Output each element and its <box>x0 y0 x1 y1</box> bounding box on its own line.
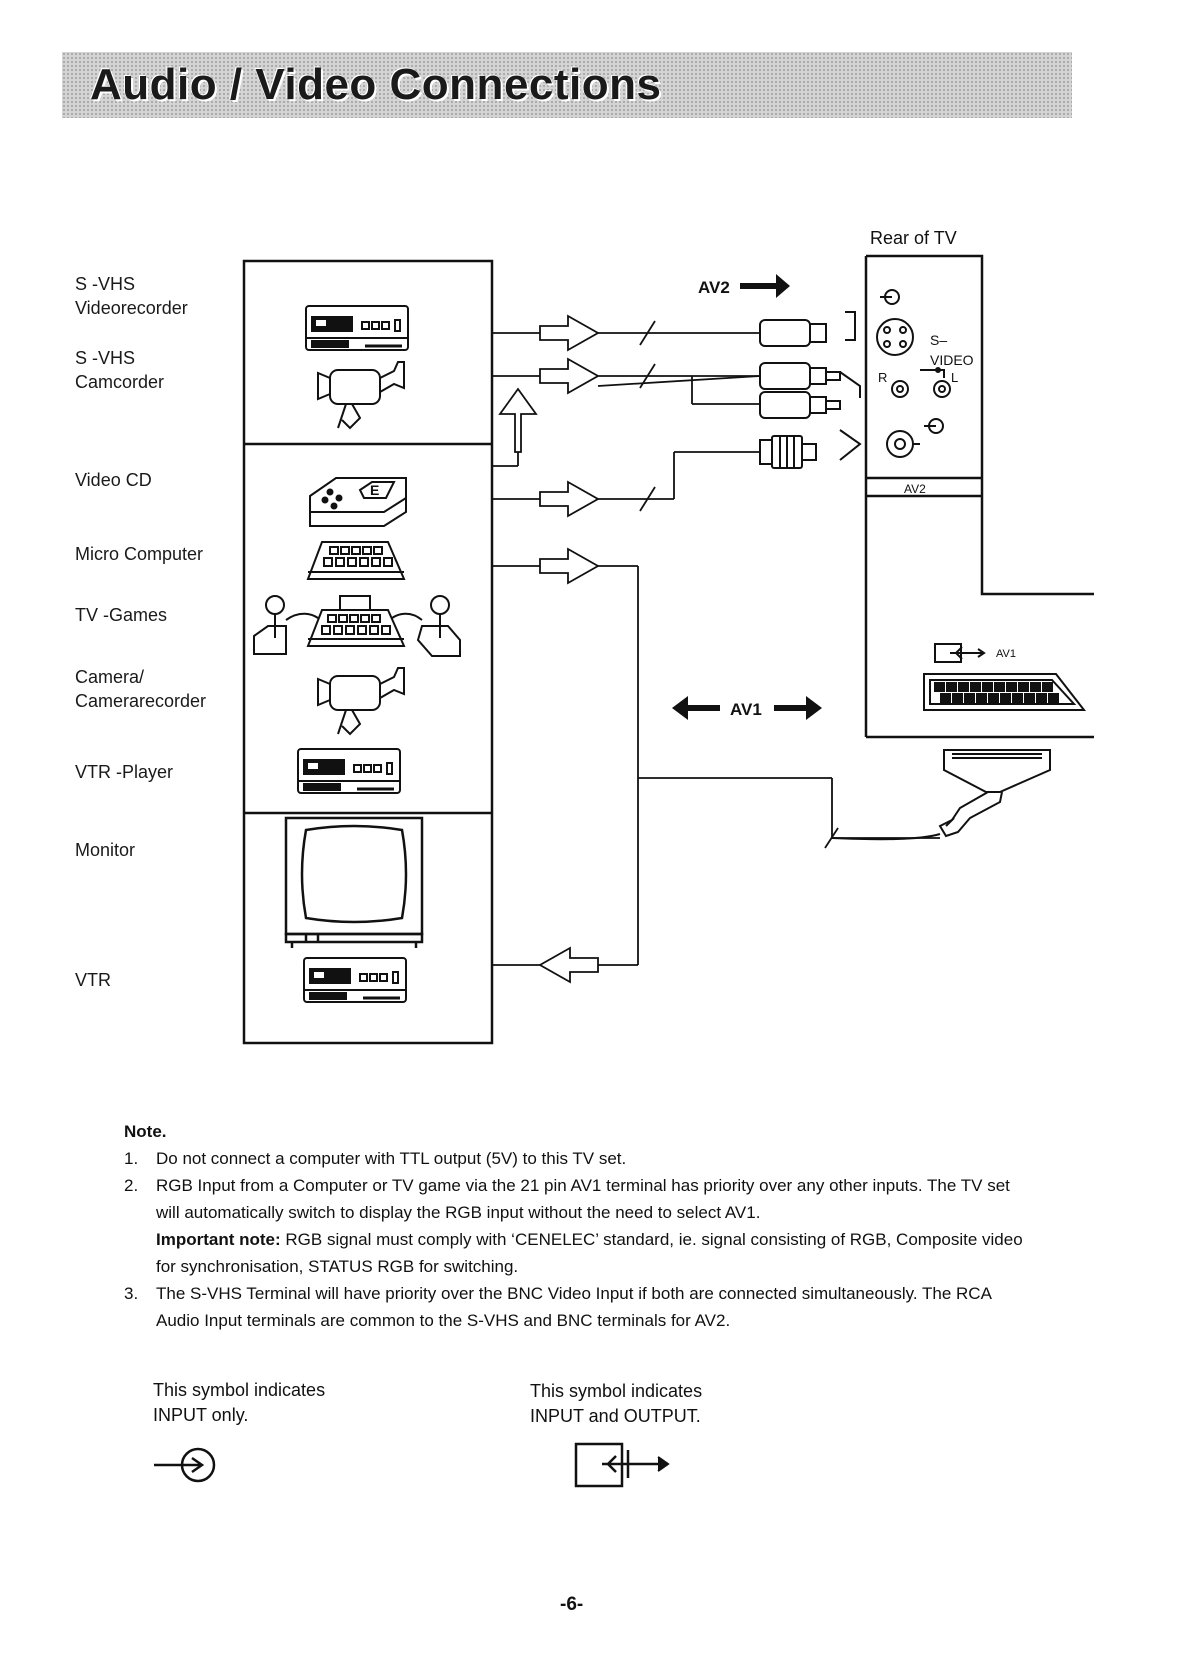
note-item-3: 3. The S-VHS Terminal will have priority… <box>124 1280 1024 1334</box>
svg-text:E: E <box>370 482 379 498</box>
notes-section: Note. 1. Do not connect a computer with … <box>124 1118 1024 1334</box>
video-cd-icon: E <box>309 477 407 527</box>
note-text: RGB Input from a Computer or TV game via… <box>156 1176 1010 1222</box>
input-output-icon <box>574 1442 670 1488</box>
camcorder-icon <box>317 361 405 430</box>
vtr-player-icon <box>297 748 401 794</box>
device-label-svhs-videorecorder: S -VHS Videorecorder <box>75 274 188 318</box>
connection-diagram: E <box>242 228 1094 1045</box>
note-number: 1. <box>124 1149 139 1168</box>
note-number: 3. <box>124 1284 139 1303</box>
notes-heading: Note. <box>124 1122 167 1141</box>
page-title: Audio / Video Connections <box>90 60 662 109</box>
av2-arrow <box>740 274 790 298</box>
note-text: The S-VHS Terminal will have priority ov… <box>156 1284 991 1330</box>
rear-of-tv-label: Rear of TV <box>870 228 957 248</box>
note-text: RGB signal must comply with ‘CENELEC’ st… <box>156 1230 1023 1276</box>
micro-computer-icon <box>306 541 406 580</box>
av1-arrow-label: AV1 <box>730 700 762 719</box>
input-symbols-panel <box>880 289 944 434</box>
page-number: -6- <box>560 1594 584 1615</box>
device-label-svhs-camcorder: S -VHS Camcorder <box>75 348 165 392</box>
monitor-icon <box>284 816 424 948</box>
device-label-camera: Camera/ Camerarecorder <box>75 667 207 711</box>
svideo-socket <box>845 311 914 356</box>
device-label-video-cd: Video CD <box>75 470 152 490</box>
note-number: 2. <box>124 1176 139 1195</box>
vtr-icon <box>303 957 407 1003</box>
input-only-icon <box>154 1447 216 1483</box>
camera-icon <box>317 667 405 736</box>
bnc-socket <box>839 429 920 461</box>
audio-left-label: L <box>951 370 958 385</box>
symbol-input-output-text: This symbol indicates INPUT and OUTPUT. <box>530 1381 703 1426</box>
scart-plug <box>831 749 1051 841</box>
symbol-input-only-text: This symbol indicates INPUT only. <box>153 1380 326 1425</box>
tv-rear-panel <box>864 254 1094 739</box>
av1-io-symbol <box>934 643 986 663</box>
rca-audio-sockets <box>839 369 951 398</box>
scart-socket <box>923 673 1087 711</box>
note-text: Do not connect a computer with TTL outpu… <box>156 1149 627 1168</box>
important-note-label: Important note: <box>156 1230 281 1249</box>
note-item-2: 2. RGB Input from a Computer or TV game … <box>124 1172 1024 1226</box>
av2-plugs <box>759 319 841 469</box>
av1-arrow <box>672 696 822 720</box>
device-label-monitor: Monitor <box>75 840 136 860</box>
note-item-important: Important note: RGB signal must comply w… <box>124 1226 1024 1280</box>
device-label-vtr: VTR <box>75 970 111 990</box>
device-label-micro-computer: Micro Computer <box>75 544 204 564</box>
svideo-label: S– VIDEO <box>930 332 974 368</box>
vcr-icon <box>305 305 409 351</box>
device-label-tv-games: TV -Games <box>75 605 168 625</box>
note-item-1: 1. Do not connect a computer with TTL ou… <box>124 1145 1024 1172</box>
av1-panel-label: AV1 <box>996 648 1016 660</box>
title-banner: Audio / Video Connections <box>62 52 1072 118</box>
av2-panel-label: AV2 <box>904 482 926 496</box>
av2-arrow-label: AV2 <box>698 278 730 297</box>
audio-right-label: R <box>878 370 887 385</box>
device-label-vtr-player: VTR -Player <box>75 762 174 782</box>
device-frame <box>242 259 494 1045</box>
connection-lines <box>492 314 940 984</box>
tv-games-icon <box>253 595 461 657</box>
